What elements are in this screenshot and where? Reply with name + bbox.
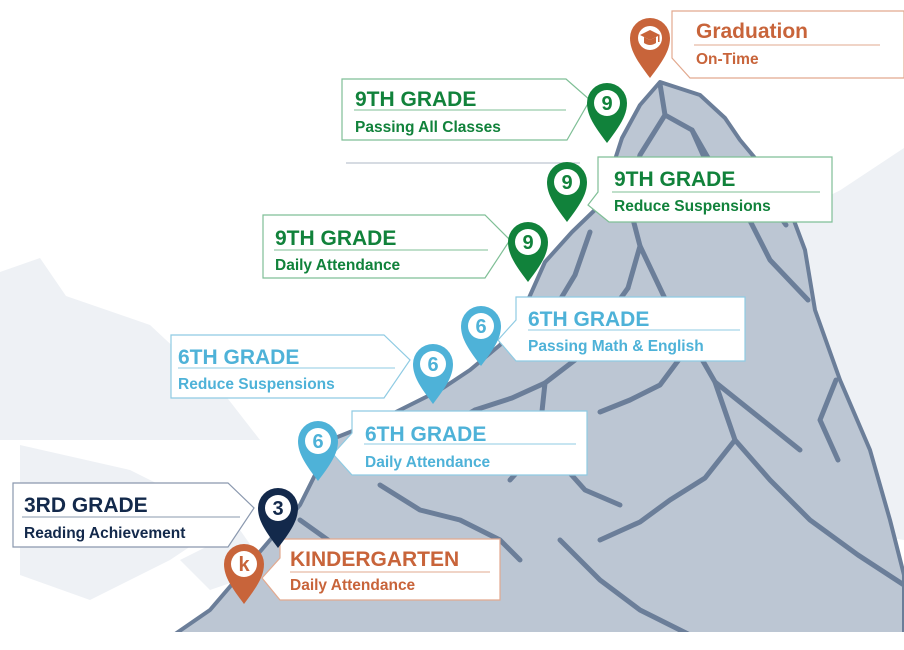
milestone-subtitle: Passing All Classes: [355, 119, 501, 136]
map-pin-9th-suspensions: 9: [547, 162, 587, 222]
milestone-title: 3RD GRADE: [24, 494, 148, 517]
map-pin-3rd-reading: 3: [258, 488, 298, 548]
callout-kindergarten: KINDERGARTEN Daily Attendance: [261, 538, 501, 601]
callout-6th-suspensions: 6TH GRADE Reduce Suspensions: [170, 334, 411, 399]
milestone-subtitle: Reading Achievement: [24, 525, 185, 542]
milestone-title: 6TH GRADE: [365, 423, 486, 446]
pin-label: 9: [561, 172, 572, 194]
pin-label: 6: [312, 431, 323, 453]
graduation-cap-icon: [640, 30, 660, 45]
milestone-subtitle: Daily Attendance: [290, 577, 416, 594]
pin-label: 3: [272, 498, 283, 520]
map-pin-9th-attendance: 9: [508, 222, 548, 282]
milestone-subtitle: Daily Attendance: [365, 454, 491, 471]
map-pin-6th-math-english: 6: [461, 306, 501, 366]
ground-band: [0, 632, 904, 650]
callouts: Graduation On-Time 9TH GRADE Passing All…: [12, 10, 904, 601]
milestone-title: Graduation: [696, 20, 808, 43]
callout-9th-suspensions: 9TH GRADE Reduce Suspensions: [587, 156, 833, 223]
map-pin-6th-attendance: 6: [298, 421, 338, 481]
callout-graduation: Graduation On-Time: [671, 10, 904, 79]
map-pin-kindergarten: k: [224, 544, 264, 604]
milestone-subtitle: Reduce Suspensions: [178, 376, 335, 393]
callout-6th-math-english: 6TH GRADE Passing Math & English: [497, 296, 746, 362]
milestone-subtitle: Passing Math & English: [528, 338, 704, 355]
pin-label: k: [238, 554, 250, 576]
milestone-title: 9TH GRADE: [275, 227, 396, 250]
callout-9th-attendance: 9TH GRADE Daily Attendance: [262, 214, 511, 279]
map-pin-6th-suspensions: 6: [413, 344, 453, 404]
milestone-subtitle: On-Time: [696, 51, 759, 68]
milestone-title: 6TH GRADE: [528, 308, 649, 331]
milestone-title: 9TH GRADE: [614, 168, 735, 191]
milestone-subtitle: Daily Attendance: [275, 257, 401, 274]
pin-label: 9: [522, 232, 533, 254]
pin-label: 9: [601, 93, 612, 115]
map-pin-9th-passing: 9: [587, 83, 627, 143]
milestone-subtitle: Reduce Suspensions: [614, 198, 771, 215]
map-pin-graduation: [630, 18, 670, 78]
pin-label: 6: [475, 316, 486, 338]
milestone-title: 9TH GRADE: [355, 88, 476, 111]
pins: 9 9 9 6 6 6: [224, 18, 670, 604]
milestone-title: KINDERGARTEN: [290, 548, 459, 571]
pin-label: 6: [427, 354, 438, 376]
callout-3rd-reading: 3RD GRADE Reading Achievement: [12, 482, 255, 548]
callout-9th-passing: 9TH GRADE Passing All Classes: [341, 78, 591, 141]
callout-6th-attendance: 6TH GRADE Daily Attendance: [332, 410, 588, 476]
milestone-title: 6TH GRADE: [178, 346, 299, 369]
